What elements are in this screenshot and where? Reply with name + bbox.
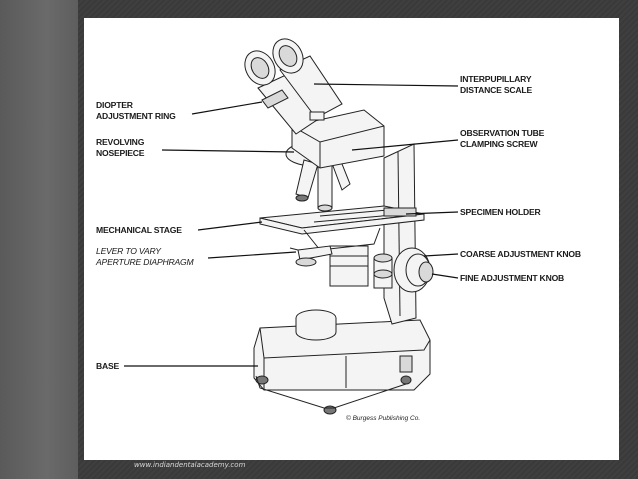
label-base: BASE (96, 361, 120, 371)
label-nosepiece-line2: NOSEPIECE (96, 148, 145, 158)
publisher-credit: © Burgess Publishing Co. (346, 414, 420, 422)
leader-lines (124, 83, 459, 367)
label-nosepiece-line1: REVOLVING (96, 137, 145, 147)
label-diopter-line2: ADJUSTMENT RING (96, 111, 176, 121)
slide-content: DIOPTER ADJUSTMENT RING REVOLVING NOSEPI… (84, 18, 619, 460)
fine-knob-shape (418, 261, 434, 283)
footer-website: www.indiandentalacademy.com (134, 461, 246, 469)
label-tube-screw-line1: OBSERVATION TUBE (460, 128, 545, 138)
microscope-diagram: DIOPTER ADJUSTMENT RING REVOLVING NOSEPI… (95, 38, 581, 422)
label-lever-line2: APERTURE DIAPHRAGM (95, 257, 195, 267)
label-coarse-knob: COARSE ADJUSTMENT KNOB (460, 249, 581, 259)
label-interpupillary-line2: DISTANCE SCALE (460, 85, 532, 95)
label-mechanical-stage: MECHANICAL STAGE (96, 225, 182, 235)
label-tube-screw-line2: CLAMPING SCREW (460, 139, 538, 149)
label-specimen-holder: SPECIMEN HOLDER (460, 207, 542, 217)
microscope-illustration (244, 38, 434, 415)
left-side-panel (0, 0, 78, 479)
label-diopter-line1: DIOPTER (96, 100, 134, 110)
label-interpupillary-line1: INTERPUPILLARY (460, 74, 532, 84)
label-lever-line1: LEVER TO VARY (96, 246, 162, 256)
label-fine-knob: FINE ADJUSTMENT KNOB (460, 273, 564, 283)
